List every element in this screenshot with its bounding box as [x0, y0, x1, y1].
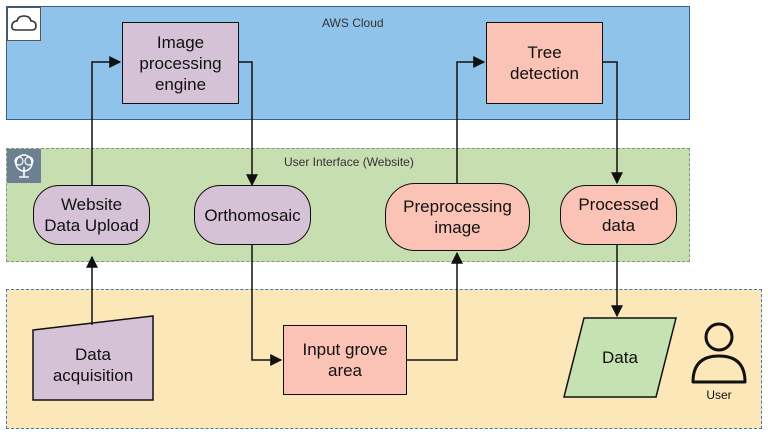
arrow-engine-to-orthomosaic	[239, 61, 258, 187]
arrow-orthomosaic-to-grove	[251, 245, 283, 366]
data-acquisition-shape	[32, 315, 154, 401]
cloud-icon	[7, 7, 41, 41]
tree-gear-icon	[7, 149, 41, 183]
input-grove-area-node: Input grove area	[283, 325, 407, 395]
data-shape	[563, 317, 677, 398]
data-label: Data	[602, 348, 638, 367]
arrow-tree-to-processed	[603, 61, 623, 185]
user-interface-title: User Interface (Website)	[284, 155, 414, 169]
user-label: User	[706, 388, 732, 402]
arrow-upload-to-engine	[91, 56, 122, 185]
arrow-preprocessing-to-tree	[456, 56, 486, 183]
data-acquisition-label: Data acquisition	[52, 345, 134, 385]
user-icon	[691, 322, 747, 384]
preprocessing-image-node: Preprocessing image	[385, 183, 530, 251]
aws-cloud-title: AWS Cloud	[322, 16, 384, 30]
processed-data-node: Processed data	[560, 185, 677, 245]
image-processing-engine-node: Image processing engine	[122, 22, 239, 104]
arrow-grove-to-preprocessing	[407, 251, 463, 361]
website-data-upload-node: Website Data Upload	[33, 185, 150, 245]
tree-detection-node: Tree detection	[486, 22, 603, 104]
